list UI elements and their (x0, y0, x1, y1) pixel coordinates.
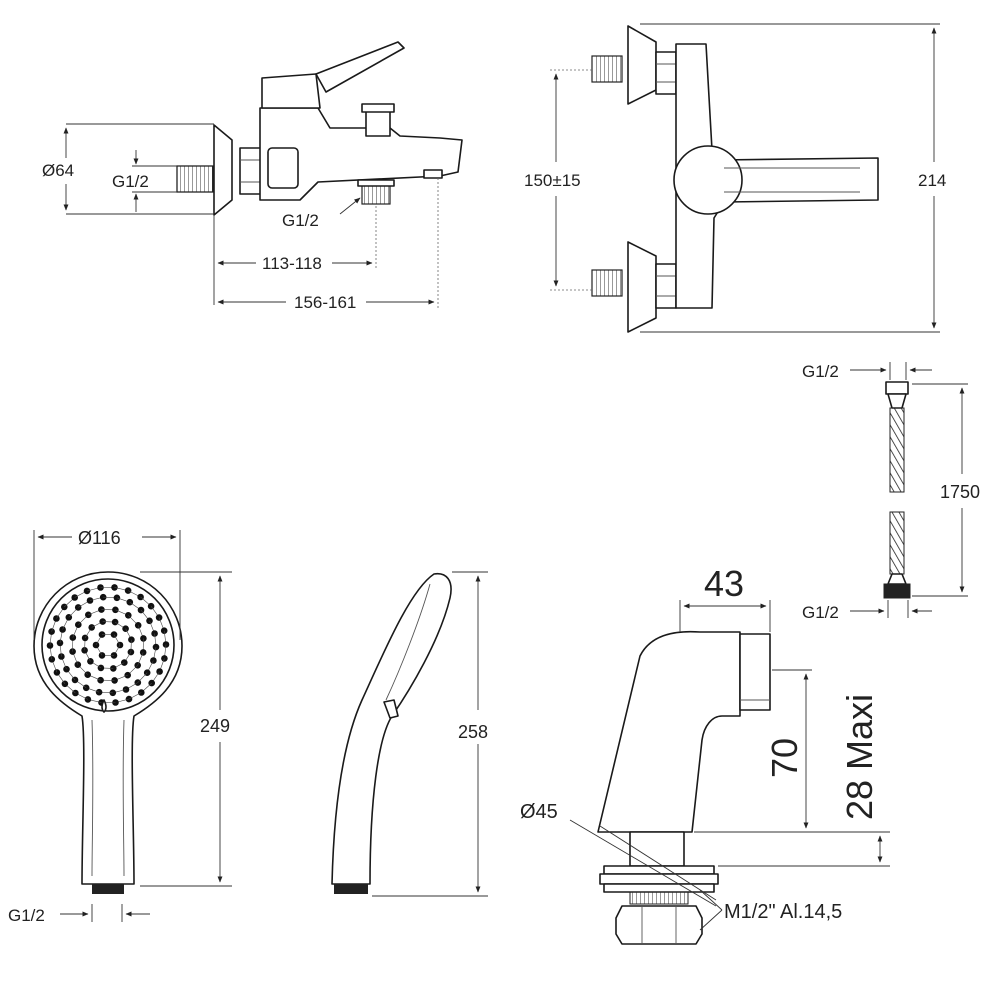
mixer-side-view: 150±15 214 (524, 23, 946, 333)
dim-label-g12-outlet: G1/2 (282, 211, 319, 230)
dim-label-hose-g12-top: G1/2 (802, 362, 839, 381)
nozzle-link (128, 692, 142, 700)
dim-label-156-161: 156-161 (294, 293, 356, 312)
dim-label-249: 249 (200, 716, 230, 736)
nozzle-link (130, 639, 132, 653)
nozzle (98, 606, 105, 613)
nozzle (69, 648, 76, 655)
shower-hose: G1/2 1750 G1/2 (802, 362, 980, 622)
dim-label-258: 258 (458, 722, 488, 742)
dim-label-1750: 1750 (940, 482, 980, 502)
nozzle (111, 618, 119, 626)
nozzle-link (113, 634, 121, 646)
dim-label-thread-spec: M1/2" Al.14,5 (724, 901, 842, 923)
hand-shower-front: Ø116 249 G1/2 (8, 528, 232, 925)
hand-shower-side: 258 (331, 571, 488, 897)
dim-label-dia116: Ø116 (78, 528, 121, 548)
dim-label-28-maxi: 28 Maxi (839, 694, 880, 820)
nozzle-link (137, 652, 144, 666)
nozzle (113, 594, 121, 602)
dim-label-70: 70 (764, 738, 805, 778)
dim-label-dia64: Ø64 (42, 161, 74, 180)
dim-label-113-118: 113-118 (262, 254, 322, 273)
nozzle (122, 625, 129, 632)
nozzle (112, 606, 119, 614)
dim-label-43: 43 (704, 563, 744, 604)
dim-label-dia45: Ø45 (520, 801, 558, 823)
mixer-front-view: Ø64 G1/2 G1/2 113-118 156-161 (42, 41, 463, 312)
dim-label-hand-g12: G1/2 (8, 906, 45, 925)
nozzle (81, 634, 89, 642)
dim-label-150: 150±15 (524, 171, 581, 190)
nozzle-link (137, 672, 148, 683)
dim-label-g12-inlet: G1/2 (112, 172, 149, 191)
nozzle (81, 647, 88, 654)
wall-elbow: 43 70 28 Maxi Ø45 M1/2" Al.14,5 (520, 563, 890, 945)
dim-label-214: 214 (918, 171, 946, 190)
dim-label-hose-g12-bottom: G1/2 (802, 603, 839, 622)
